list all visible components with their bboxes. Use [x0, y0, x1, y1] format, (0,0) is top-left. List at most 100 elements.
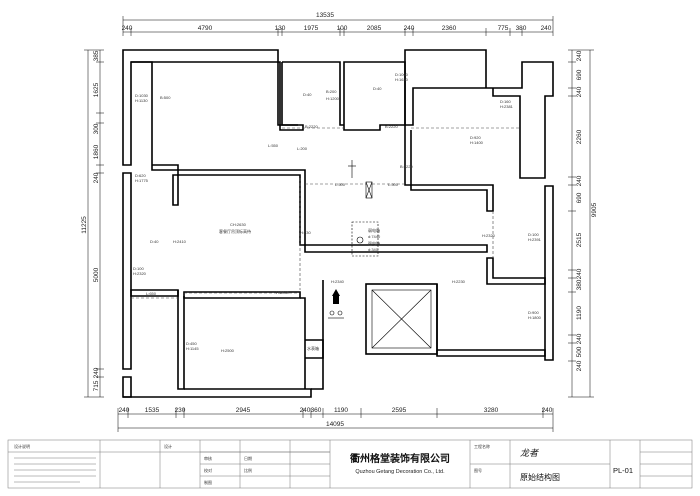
beam-h-2230: H:2230	[452, 279, 466, 284]
bottom-dim-10: 240	[542, 407, 553, 414]
bottom-dim-4: 2945	[236, 407, 251, 414]
top-dimension-chain: 13535 240 4790 130 1975 100 2085 240 236…	[122, 12, 554, 36]
right-dim-7: 2515	[576, 232, 583, 247]
room-tl-h: H:1130	[135, 98, 148, 103]
right-dim-5: 240	[576, 175, 583, 186]
top-dim-5: 100	[337, 25, 348, 32]
bottom-dim-7: 1190	[334, 407, 348, 414]
left-win2-h: H:2320	[133, 271, 147, 276]
right-dim-13: 240	[576, 360, 583, 371]
right-d-100: D:100	[528, 232, 539, 237]
beam-label-3: B:2220	[400, 164, 413, 169]
walls	[122, 49, 554, 398]
left-window-d: D:620	[135, 173, 146, 178]
bottom-dim-8: 2595	[392, 407, 407, 414]
mid-l500-b: L:500	[388, 182, 399, 187]
beam-label-1: B:2220	[305, 124, 318, 129]
bottom-h-2500: H:2500	[221, 348, 235, 353]
entry-arrow-symbol	[328, 289, 344, 319]
tb-label-draw: 制图	[204, 479, 212, 485]
tb-label-check: 校对	[204, 467, 212, 473]
right-dim-2: 690	[576, 69, 583, 80]
left-dim-5: 240	[93, 172, 100, 183]
weak-current-box-label: 弱电箱	[368, 227, 380, 233]
mid-label-1: L:550	[268, 143, 279, 148]
room-c2-h: H:1200	[326, 96, 340, 101]
drawing-number: PL-01	[613, 466, 633, 475]
tb-label-review: 审核	[204, 455, 212, 461]
right-h-2320: H:2320	[482, 233, 496, 238]
right-total-dim: 9905	[591, 202, 598, 217]
company-name-cn: 衢州格堂装饰有限公司	[350, 452, 450, 465]
bottom-dim-6: 360	[311, 407, 322, 414]
room-tr-h: H:1630	[395, 77, 409, 82]
left-dim-4: 1860	[93, 144, 100, 159]
beam-label-2: B:2220	[385, 124, 398, 129]
right-dim-9: 380	[576, 279, 583, 290]
right-dim-10: 1190	[576, 306, 583, 320]
top-dim-6: 2085	[367, 25, 382, 32]
right-dim-3: 240	[576, 86, 583, 97]
room-c2-d: D:40	[373, 86, 382, 91]
right-dim-11: 240	[576, 333, 583, 344]
room-rt-d: D:920	[470, 135, 481, 140]
left-dim-1: 385	[93, 50, 100, 61]
room-rt-h: H:1400	[470, 140, 484, 145]
mid-label-2: L:200	[297, 146, 308, 151]
bottom-l-650: L:650	[146, 291, 157, 296]
top-dim-9: 775	[498, 25, 509, 32]
top-dim-4: 1975	[304, 25, 319, 32]
room-annotations: D:1030 H:1130 B:500 D:40 B:200 D:40 H:12…	[133, 72, 542, 353]
left-window-h: H:1775	[135, 178, 149, 183]
top-dim-11: 240	[541, 25, 552, 32]
room-tr2-h: H:2381	[500, 104, 514, 109]
project-name: 龙者	[520, 448, 539, 459]
right-dim-1: 240	[576, 50, 583, 61]
right-h-2391: H:2391	[528, 237, 542, 242]
room-bl-h: H:1145	[186, 346, 199, 351]
top-dim-2: 4790	[198, 25, 213, 32]
strong-current-box-value: d:340	[368, 247, 379, 252]
tb-label-no: 图号	[474, 467, 482, 473]
room-tl-d: D:1030	[135, 93, 149, 98]
door-symbols	[131, 127, 520, 299]
left-dim-6: 5000	[93, 267, 100, 282]
tb-label-designer: 设计	[164, 443, 172, 449]
left-dim-8: 715	[93, 380, 100, 391]
top-dim-3: 130	[275, 25, 286, 32]
bottom-dim-9: 3280	[484, 407, 499, 414]
top-dim-7: 240	[404, 25, 415, 32]
bottom-total-dim: 14095	[326, 421, 344, 428]
company-name-en: Quzhou Getang Decoration Co., Ltd.	[355, 469, 445, 475]
water-meter-box-label: 水表箱	[307, 345, 319, 351]
room-tl-b: B:500	[160, 95, 171, 100]
left-dim-3: 300	[93, 123, 100, 134]
left-dim-7: 240	[93, 367, 100, 378]
top-dim-10: 380	[516, 25, 527, 32]
room-tr2-d: D:160	[500, 99, 511, 104]
notes-lines	[14, 457, 96, 483]
right-dim-4: 2260	[576, 129, 583, 144]
bottom-dim-3: 230	[175, 407, 186, 414]
room-bl-d: D:450	[186, 341, 197, 346]
meter-box-symbol: 弱电箱 d:7440 强电箱 d:340	[351, 221, 381, 257]
room-br-h: H:1800	[528, 315, 542, 320]
left-dimension-chain: 11225 385 1625 300 1860 240 5000 240 715	[81, 49, 104, 398]
top-dim-8: 2360	[442, 25, 457, 32]
bottom-h-2240: H:2240	[276, 290, 290, 295]
bottom-dimension-chain: 240 1535 230 2945 240 360 1190 2595 3280…	[117, 407, 554, 432]
left-win2-d: D:100	[133, 266, 144, 271]
weak-current-box-value: d:7440	[368, 234, 381, 239]
left-total-dim: 11225	[81, 216, 88, 234]
tb-label-date: 日期	[244, 455, 252, 461]
strong-current-box-label: 强电箱	[368, 240, 380, 246]
right-dimension-chain: 9905 240 690 240 2260 240 690 2515 240 3…	[568, 49, 598, 398]
living-ceiling-ch: CH:2630	[230, 222, 247, 227]
bottom-dim-2: 1535	[145, 407, 160, 414]
top-total-dim: 13535	[316, 12, 334, 19]
tb-label-project: 工程名称	[474, 443, 490, 449]
living-h-2410: H:2410	[173, 239, 187, 244]
right-dim-6: 690	[576, 192, 583, 203]
drawing-name: 原始结构图	[520, 472, 560, 482]
